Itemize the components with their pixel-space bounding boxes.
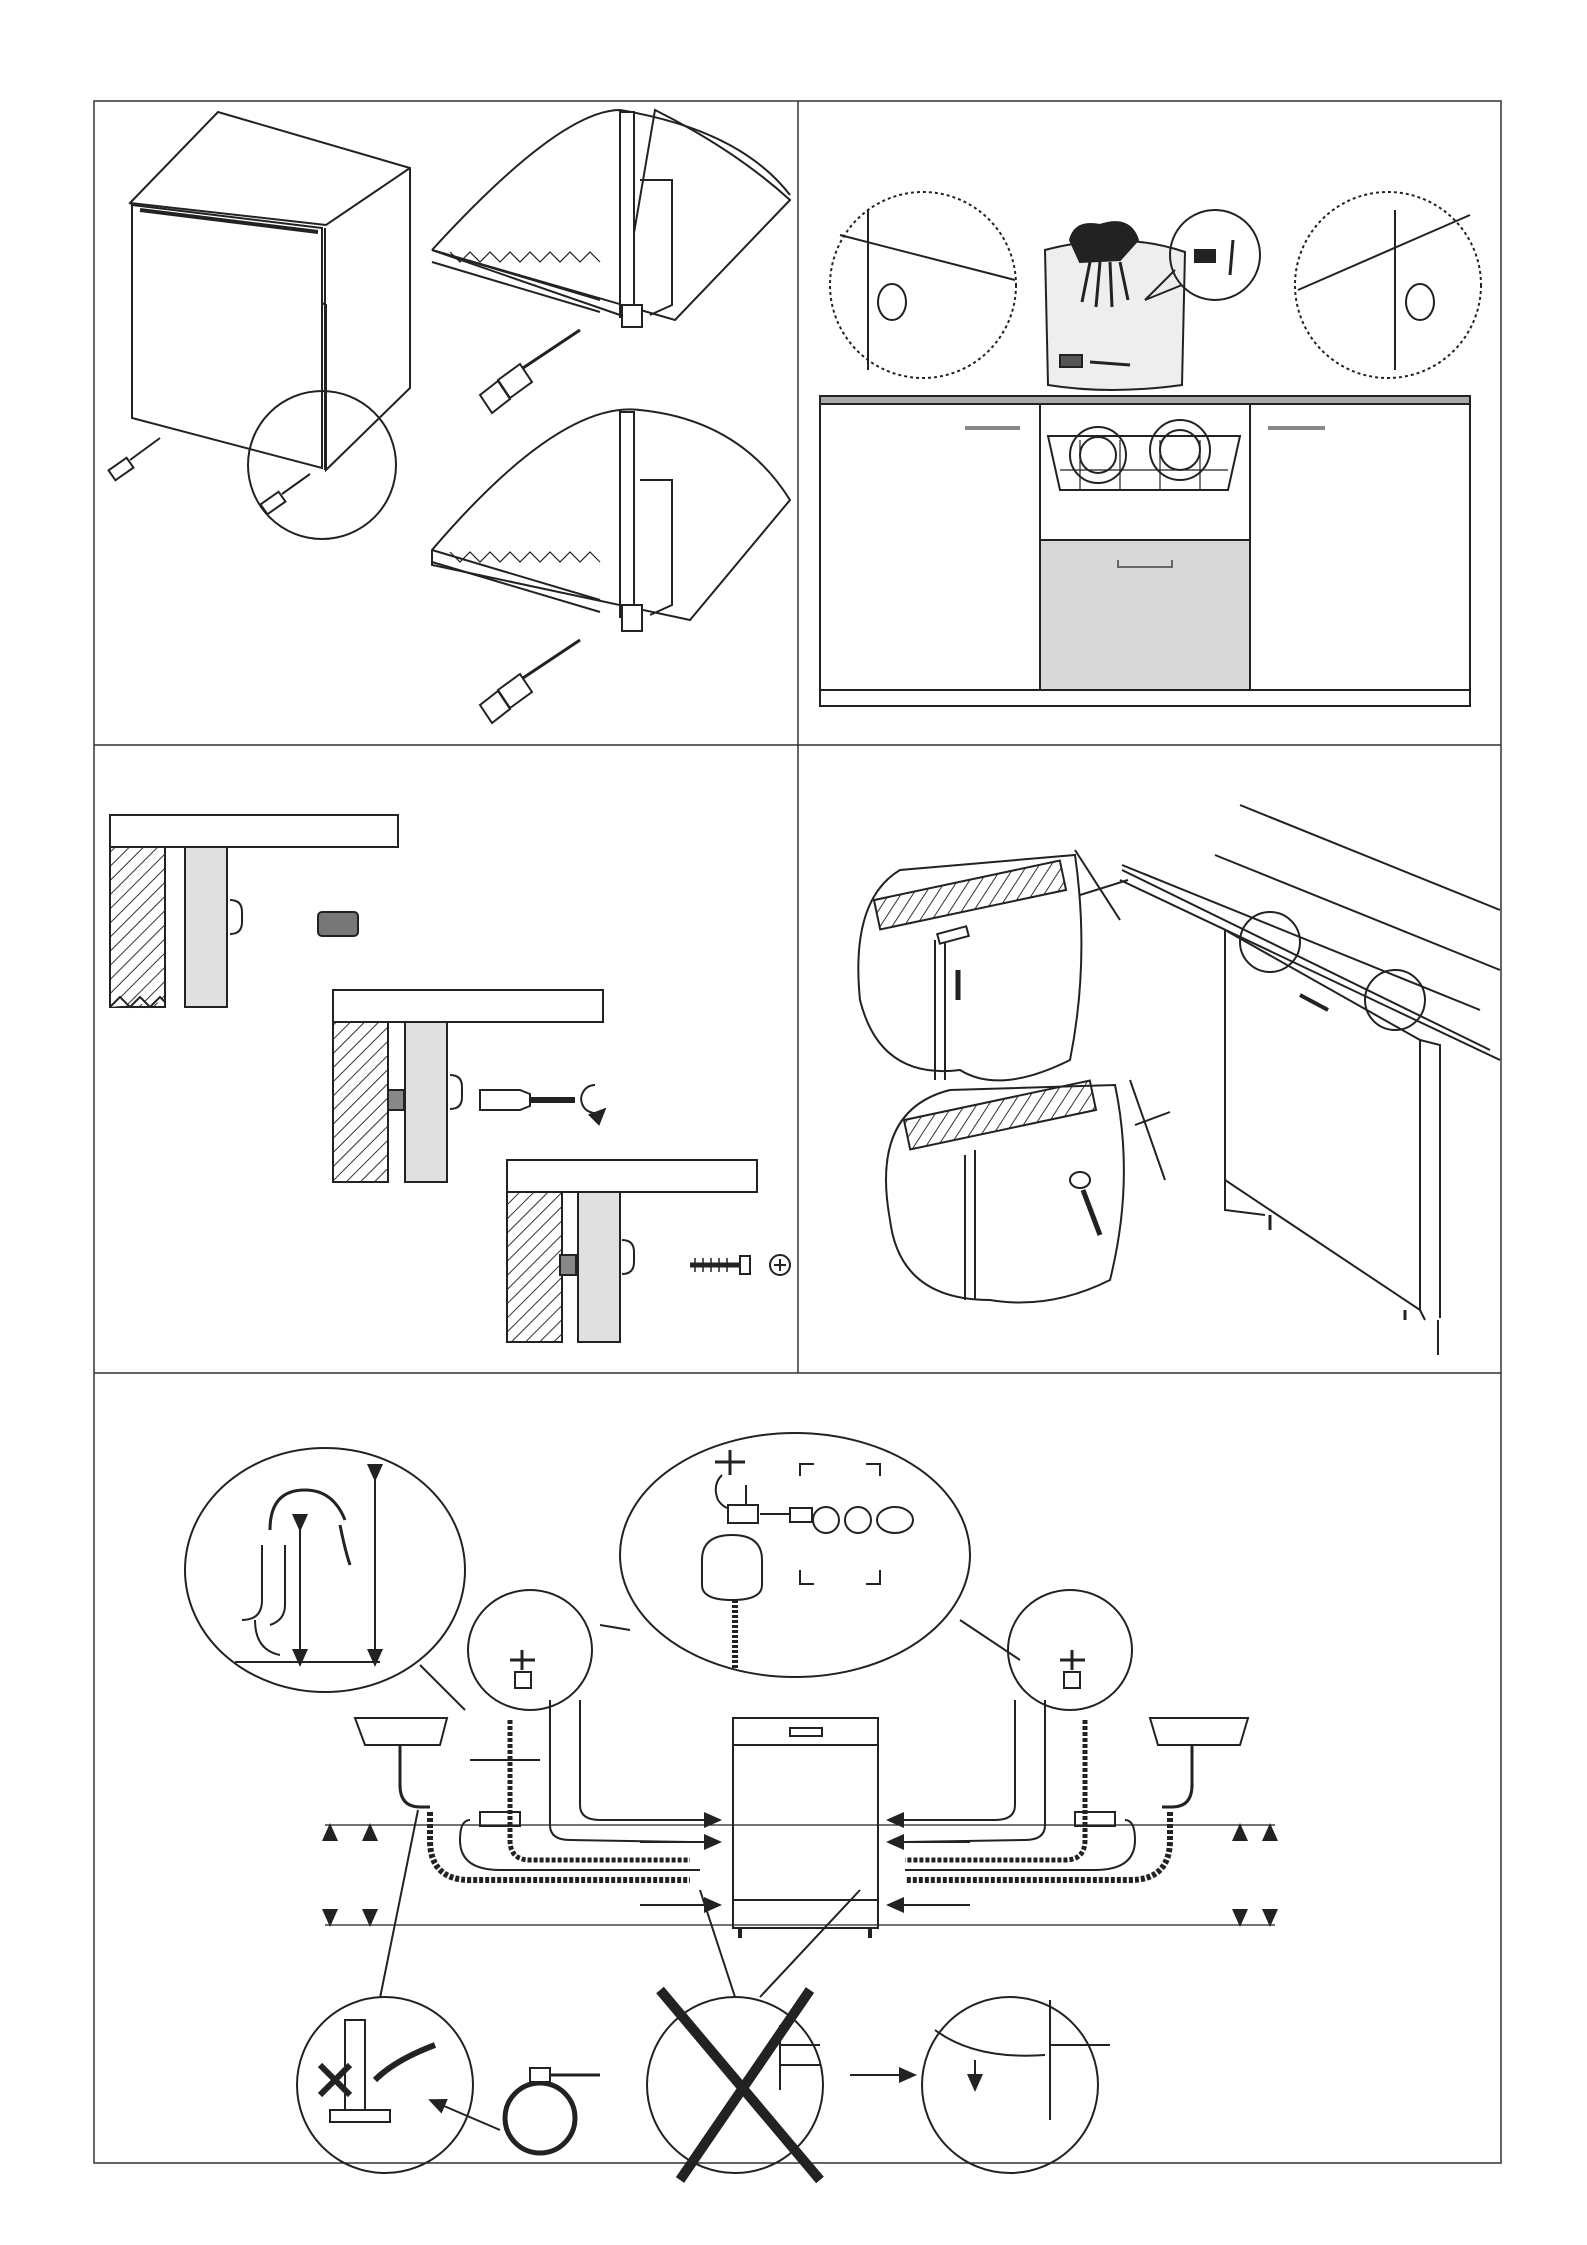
tap-adapter-callout [620,1433,970,1677]
water-tap-icon [1060,1650,1085,1688]
prohibited-cross-icon [660,1990,820,2180]
siphon-callout [185,1448,465,1692]
cabinet-wall [333,1022,388,1182]
cabinet-wall [110,847,165,1007]
dishwasher-front [733,1718,878,1928]
cabinet-wall [507,1192,562,1342]
panel-2-wall-fixing [820,192,1481,706]
detail-sector-bottom [432,409,790,620]
screw-plug-icon [318,912,358,936]
tap-callout-left [468,1590,592,1710]
correct-position-circle [922,1997,1098,2173]
cabinet-edge-bottom [432,412,672,631]
dishwasher-door [132,205,322,468]
water-tap-icon [510,1650,535,1688]
panel-5-water-connection [185,1433,1275,2180]
screw-icon [690,1255,790,1275]
panel-1-feet-adjustment [109,110,790,723]
detail-sector-top [432,110,790,320]
dishwasher-side [185,847,227,1007]
integrated-door [1225,930,1420,1310]
tap-callout-right [1008,1590,1132,1710]
screwdriver-icon [480,330,580,413]
screwdriver-icon [480,1090,575,1110]
screw-icon [1230,240,1233,275]
sink-left [355,1718,447,1745]
panel-4-top-bracket-fixing [858,805,1500,1355]
screwdriver-icon [480,640,580,723]
dishwasher-side [578,1192,620,1342]
detail-circle-right [1295,192,1481,378]
dishwasher-niche-door [1040,540,1250,690]
rotate-arrow-icon [581,1085,605,1113]
clamp-detail-circle [297,1997,473,2173]
plug-icon [1195,250,1215,262]
dishwasher-side [405,1022,447,1182]
detail-circle-left [830,192,1016,378]
sink-right [1150,1718,1248,1745]
panel-3-side-fixing [110,815,790,1342]
water-tap-icon [702,1450,812,1670]
hose-clamp-icon [505,2068,600,2153]
